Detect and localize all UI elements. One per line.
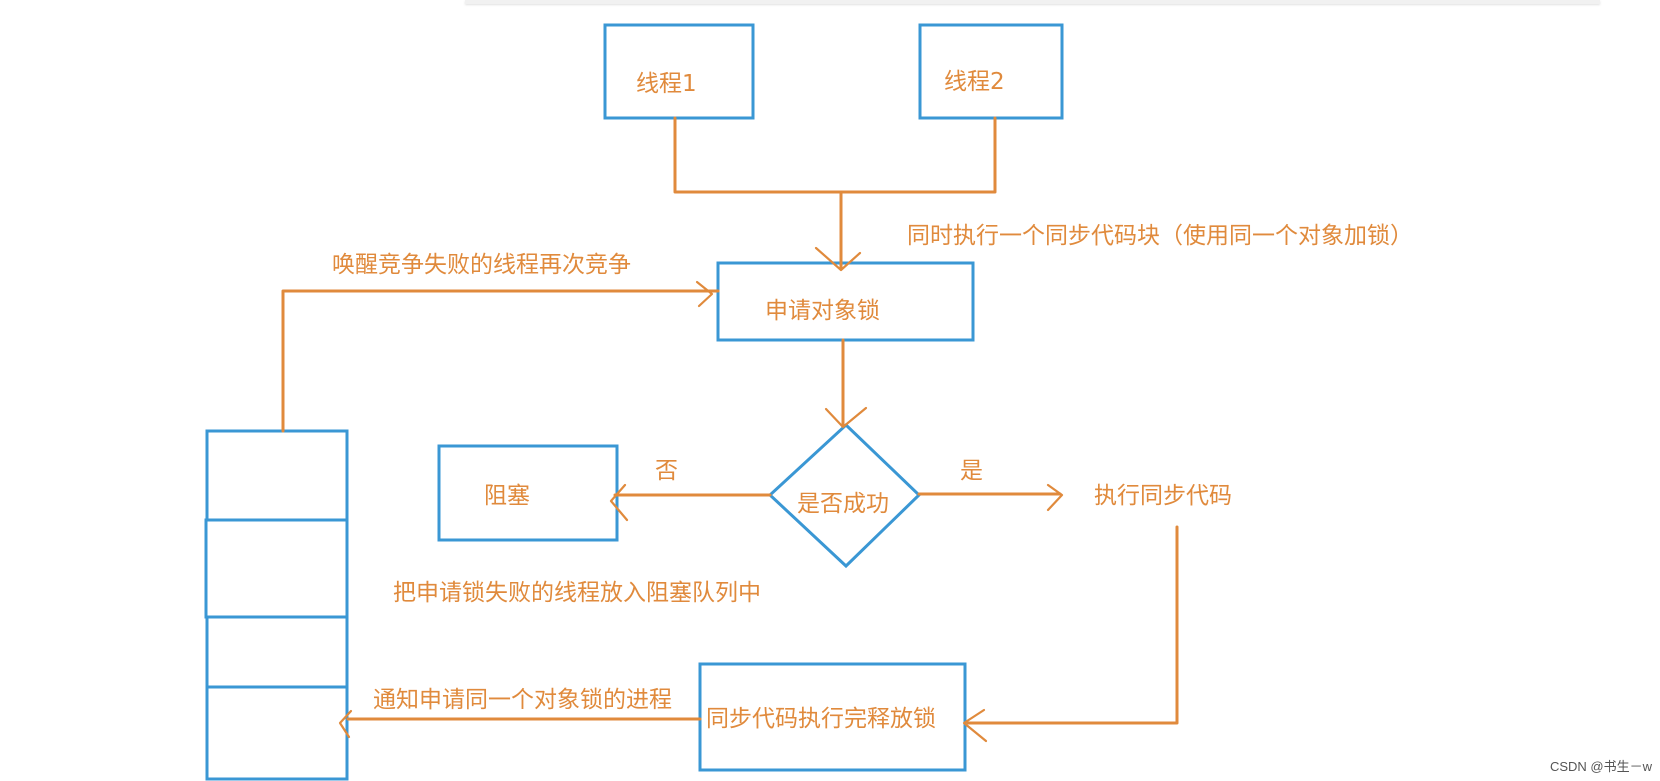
connector-execute-to-release xyxy=(966,525,1179,725)
success-check-diamond xyxy=(767,422,922,569)
arrowhead-execute xyxy=(1046,483,1064,512)
arrowhead-release xyxy=(962,708,988,743)
wake-retry-label: 唤醒竞争失败的线程再次竞争 xyxy=(332,252,631,278)
thread1-label: 线程1 xyxy=(636,71,697,97)
release-lock-label: 同步代码执行完释放锁 xyxy=(706,706,936,732)
arrowhead-request-lock xyxy=(814,246,862,272)
request-lock-box xyxy=(716,261,975,342)
top-scroll-edge xyxy=(465,0,1600,4)
into-queue-label: 把申请锁失败的线程放入阻塞队列中 xyxy=(393,580,761,606)
connector-queue-to-request xyxy=(281,289,720,433)
queue-slot xyxy=(205,685,349,781)
no-label: 否 xyxy=(655,458,678,484)
thread2-box xyxy=(918,23,1064,120)
arrowhead-queue xyxy=(338,709,353,739)
queue-slot xyxy=(204,518,349,619)
yes-label: 是 xyxy=(960,458,983,484)
blocking-queue xyxy=(204,429,349,781)
queue-slot xyxy=(205,429,349,522)
arrowhead-blocked xyxy=(609,483,629,522)
connector-threads-merge xyxy=(673,116,997,194)
watermark: CSDN @书生－w xyxy=(1549,759,1652,774)
thread2-label: 线程2 xyxy=(944,69,1005,95)
arrowhead-check xyxy=(824,406,868,429)
execute-sync-label: 执行同步代码 xyxy=(1094,483,1232,509)
notify-label: 通知申请同一个对象锁的进程 xyxy=(373,687,672,713)
queue-slot xyxy=(205,615,349,689)
same-block-label: 同时执行一个同步代码块（使用同一个对象加锁） xyxy=(907,223,1413,249)
thread1-box xyxy=(603,23,755,120)
release-lock-box xyxy=(698,662,967,772)
success-check-label: 是否成功 xyxy=(797,491,889,517)
arrowhead-retry xyxy=(695,280,714,308)
blocked-label: 阻塞 xyxy=(484,483,530,509)
request-lock-label: 申请对象锁 xyxy=(765,298,880,324)
